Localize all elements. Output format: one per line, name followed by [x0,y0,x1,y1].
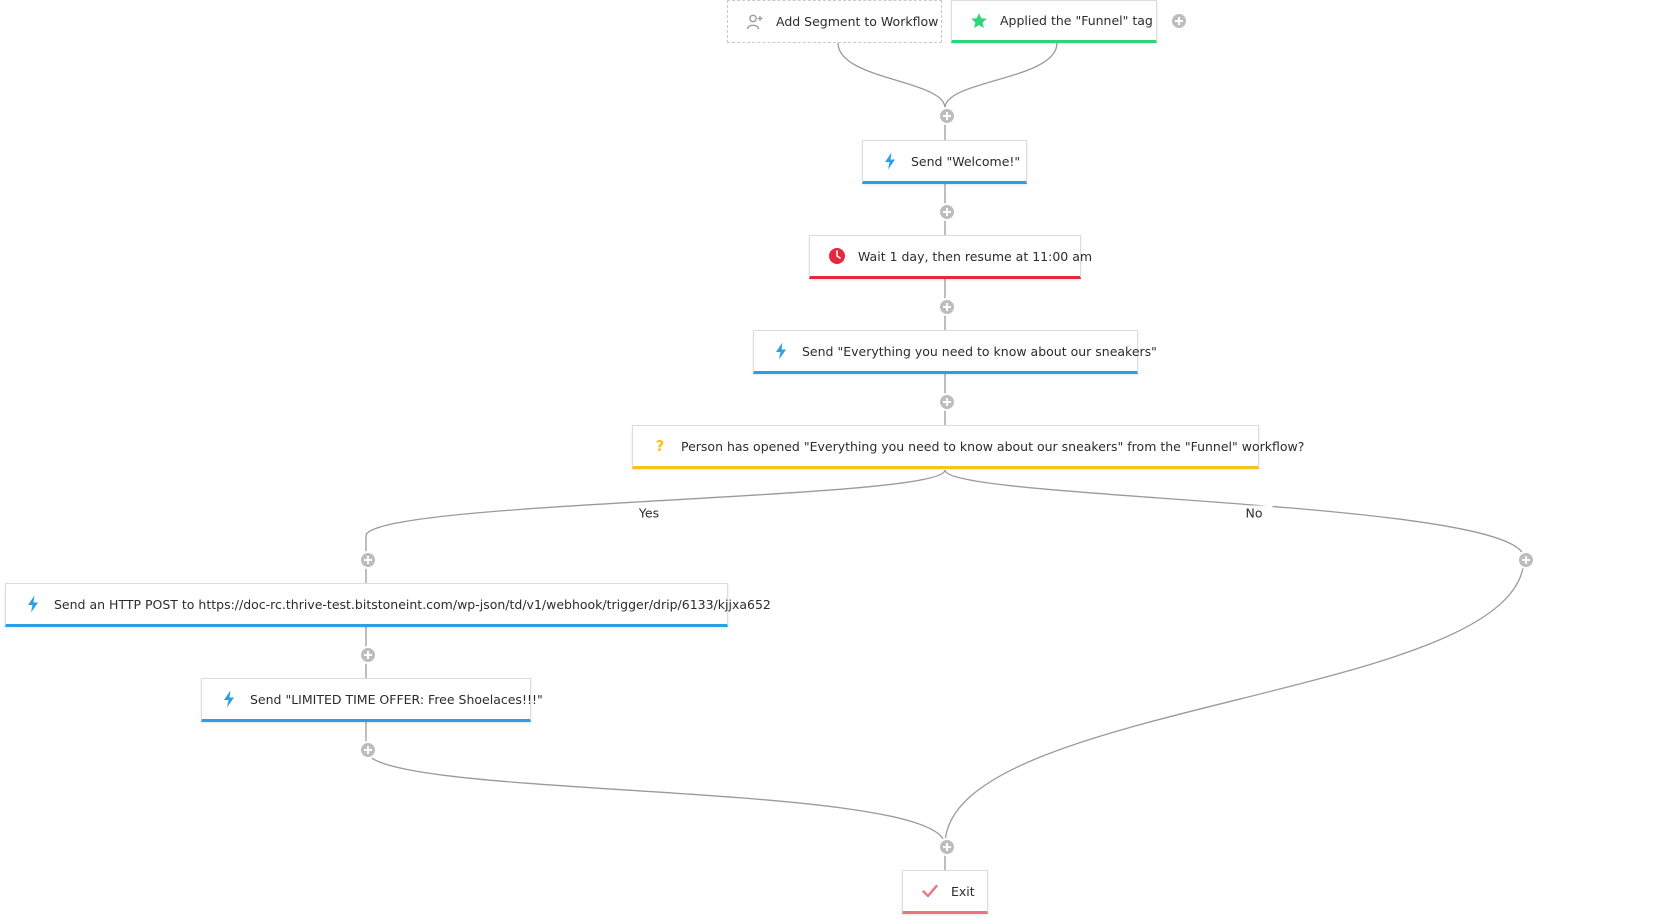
http-post-step[interactable]: Send an HTTP POST to https://doc-rc.thri… [5,583,771,627]
connector-segment-to-merge [837,42,946,109]
add-step-icon[interactable] [359,551,377,569]
add-step-icon[interactable] [938,203,956,221]
decision-step[interactable]: ? Person has opened "Everything you need… [632,425,1304,469]
add-step-icon[interactable] [938,107,956,125]
lightning-bolt-icon [220,690,238,708]
send-welcome-step[interactable]: Send "Welcome!" [862,140,1027,184]
add-trigger-icon[interactable] [1170,12,1188,30]
send-welcome-label: Send "Welcome!" [911,153,1021,169]
lightning-bolt-icon [772,342,790,360]
add-step-icon[interactable] [938,838,956,856]
send-offer-label: Send "LIMITED TIME OFFER: Free Shoelaces… [250,691,543,707]
add-step-icon[interactable] [938,393,956,411]
wait-label: Wait 1 day, then resume at 11:00 am [858,248,1093,264]
applied-tag-label: Applied the "Funnel" tag [1000,13,1153,28]
branch-yes-label: Yes [628,505,670,521]
clock-icon [828,247,846,265]
applied-tag-trigger[interactable]: Applied the "Funnel" tag [951,0,1157,43]
add-step-icon[interactable] [1517,551,1535,569]
add-segment-label: Add Segment to Workflow [776,14,939,29]
exit-step[interactable]: Exit [902,870,988,914]
connector-offer-to-exit [365,722,946,846]
send-sneakers-label: Send "Everything you need to know about … [802,343,1157,359]
add-step-icon[interactable] [359,741,377,759]
send-offer-step[interactable]: Send "LIMITED TIME OFFER: Free Shoelaces… [201,678,543,722]
wait-step[interactable]: Wait 1 day, then resume at 11:00 am [809,235,1092,279]
star-icon [970,12,988,30]
lightning-bolt-icon [24,595,42,613]
lightning-bolt-icon [881,152,899,170]
question-mark-icon: ? [655,437,665,455]
add-step-icon[interactable] [359,646,377,664]
http-post-label: Send an HTTP POST to https://doc-rc.thri… [54,596,771,612]
add-step-icon[interactable] [938,298,956,316]
exit-label: Exit [951,883,975,899]
add-segment-trigger[interactable]: Add Segment to Workflow [727,0,942,43]
connector-tag-to-merge [944,42,1058,109]
connector-decision-no [944,469,1525,846]
send-sneakers-step[interactable]: Send "Everything you need to know about … [753,330,1157,374]
connector-decision-yes [365,469,946,583]
add-person-icon [746,13,764,31]
checkmark-icon [921,882,939,900]
decision-label: Person has opened "Everything you need t… [681,438,1305,454]
branch-no-label: No [1235,505,1273,521]
